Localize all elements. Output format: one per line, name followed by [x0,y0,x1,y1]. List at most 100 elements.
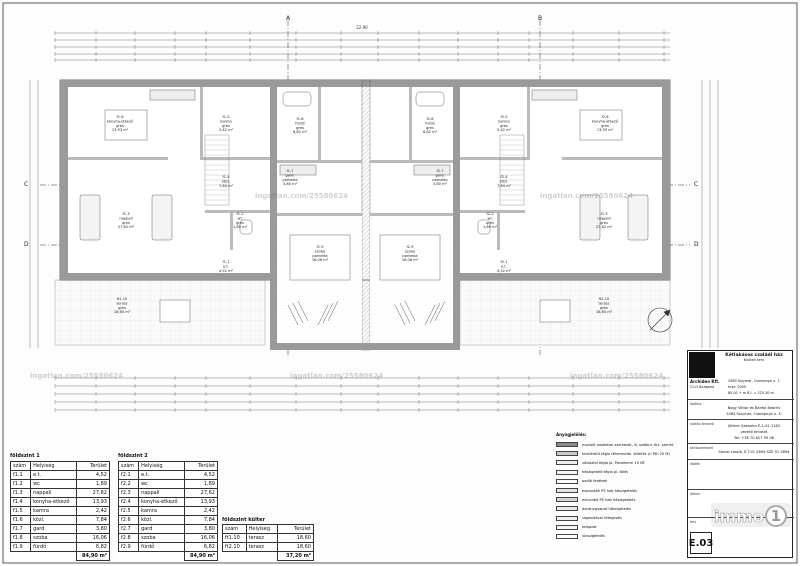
project-title: Kétlakásos családi ház [725,353,783,358]
table-cell: szoba [138,533,185,543]
room-label-line: közl. [500,179,508,183]
room-label-line: 4,52 m² [497,269,512,273]
room-label-line: 16,06 m² [312,258,329,262]
north-arrow-icon [647,307,673,333]
legend-swatch [556,524,578,530]
room-label-line: 1,89 m² [483,225,498,229]
room-label-line: 2,42 m² [497,128,512,132]
section-mark-c-right: C [694,181,698,188]
electric-name: Sárosi László, É-T-01 5694 SZÉ 01 5694 [718,450,790,454]
table-cell: 1,89 [75,479,111,489]
room-label-line: fürdő [295,121,304,125]
section-mark-b: B [538,15,542,22]
section-mark-d-right: D [694,241,699,248]
room-label-line: f1.6 [117,115,125,119]
table-header-cell: szám [9,461,32,471]
room-label-line: 7,84 m² [219,184,234,188]
room-label-line: wc [238,216,243,220]
table-cell: fürdő [30,542,77,552]
project-address: 2083 Solymár, Cserepnye u. 1. [728,379,781,383]
material-legend: Anyagjelölés: monolit vasbeton szerkezet… [556,432,686,541]
room-label-line: konyha-étkező [107,119,133,123]
legend-swatch [556,515,578,521]
legend-item: expandált PS hab hőszigetelés [556,486,686,495]
table-cell: ft2.10 [222,542,247,552]
watermark: ingatlan.com/25580624 [30,372,124,380]
terrace-loungers [287,300,446,326]
table-cell: konyha-étkező [138,497,185,507]
room-label-line: gres [600,221,608,225]
furniture [79,89,649,323]
legend-label: extrudált PS hab hőszigetelés [582,497,636,502]
room-label-line: f1.7 [287,169,294,173]
legend-swatch [556,497,578,503]
room-label-line: 18,60 m² [114,310,131,314]
table-header-cell: Terület [277,524,314,534]
room-label-line: parketta [432,178,447,182]
table2-caption: földszint 2 [118,453,148,459]
plan-label: terv [690,520,697,524]
legend-label: padló fedések [582,479,608,484]
legend-label: ásványgyapot hőszigetelés [582,506,631,511]
room-label-line: gres [122,221,130,225]
table-cell: fürdő [138,542,185,552]
room-label-line: gres [222,124,230,128]
table-cell: 2,42 [183,506,219,516]
room-label-line: f2.9 [407,245,415,249]
room-label-line: f1.3 [123,212,130,216]
room-label-line: 7,84 m² [497,184,512,188]
table-cell: 13,93 [183,497,219,507]
room-label-line: kamra [220,119,231,123]
room-label-line: 13,93 m² [597,128,614,132]
room-label-line: 4,52 m² [219,269,234,273]
table-cell: 27,62 [75,488,111,498]
room-label-line: gres [486,221,494,225]
legend-swatch [556,469,578,475]
firm-logo-icon [689,352,715,378]
immo-circle-icon: 1 [764,505,787,527]
room-label-line: terasz [598,301,609,305]
table-cell: f1.8 [9,533,32,543]
room-label-line: gres [118,306,126,310]
table-cell: 3,80 [75,524,111,534]
table-cell: 27,62 [183,488,219,498]
room-label-line: f2.4 [501,175,509,179]
table-cell: 7,84 [183,515,219,525]
legend-label: ragasztóval rétegezés [582,516,622,521]
legend-label: talapzat [582,525,597,530]
designer-address: 2083 Solymár, Cserepnye u. 3. [726,412,782,416]
table-cell: f1.6 [9,515,32,525]
room-label-line: ft2.10 [599,297,610,301]
stair-steps [205,139,524,201]
room-label-line: parketta [282,178,297,182]
watermark: ingatlan.com/25580624 [570,372,664,380]
room-label-line: kamra [498,119,509,123]
room-label-line: f2.5 [501,115,508,119]
table-cell: nappali [138,488,185,498]
table-cell: f1.7 [9,524,32,534]
section-markers: A B C D C D [24,15,699,248]
room-label-line: gres [601,124,609,128]
room-label-line: gres [236,221,244,225]
table-cell: kamra [30,506,77,516]
section-mark-d: D [24,241,29,248]
table-cell: f1.9 [9,542,32,552]
table-cell: konyha-étkező [30,497,77,507]
table-cell: f2.3 [117,488,140,498]
table-cell: 6,82 [183,542,219,552]
